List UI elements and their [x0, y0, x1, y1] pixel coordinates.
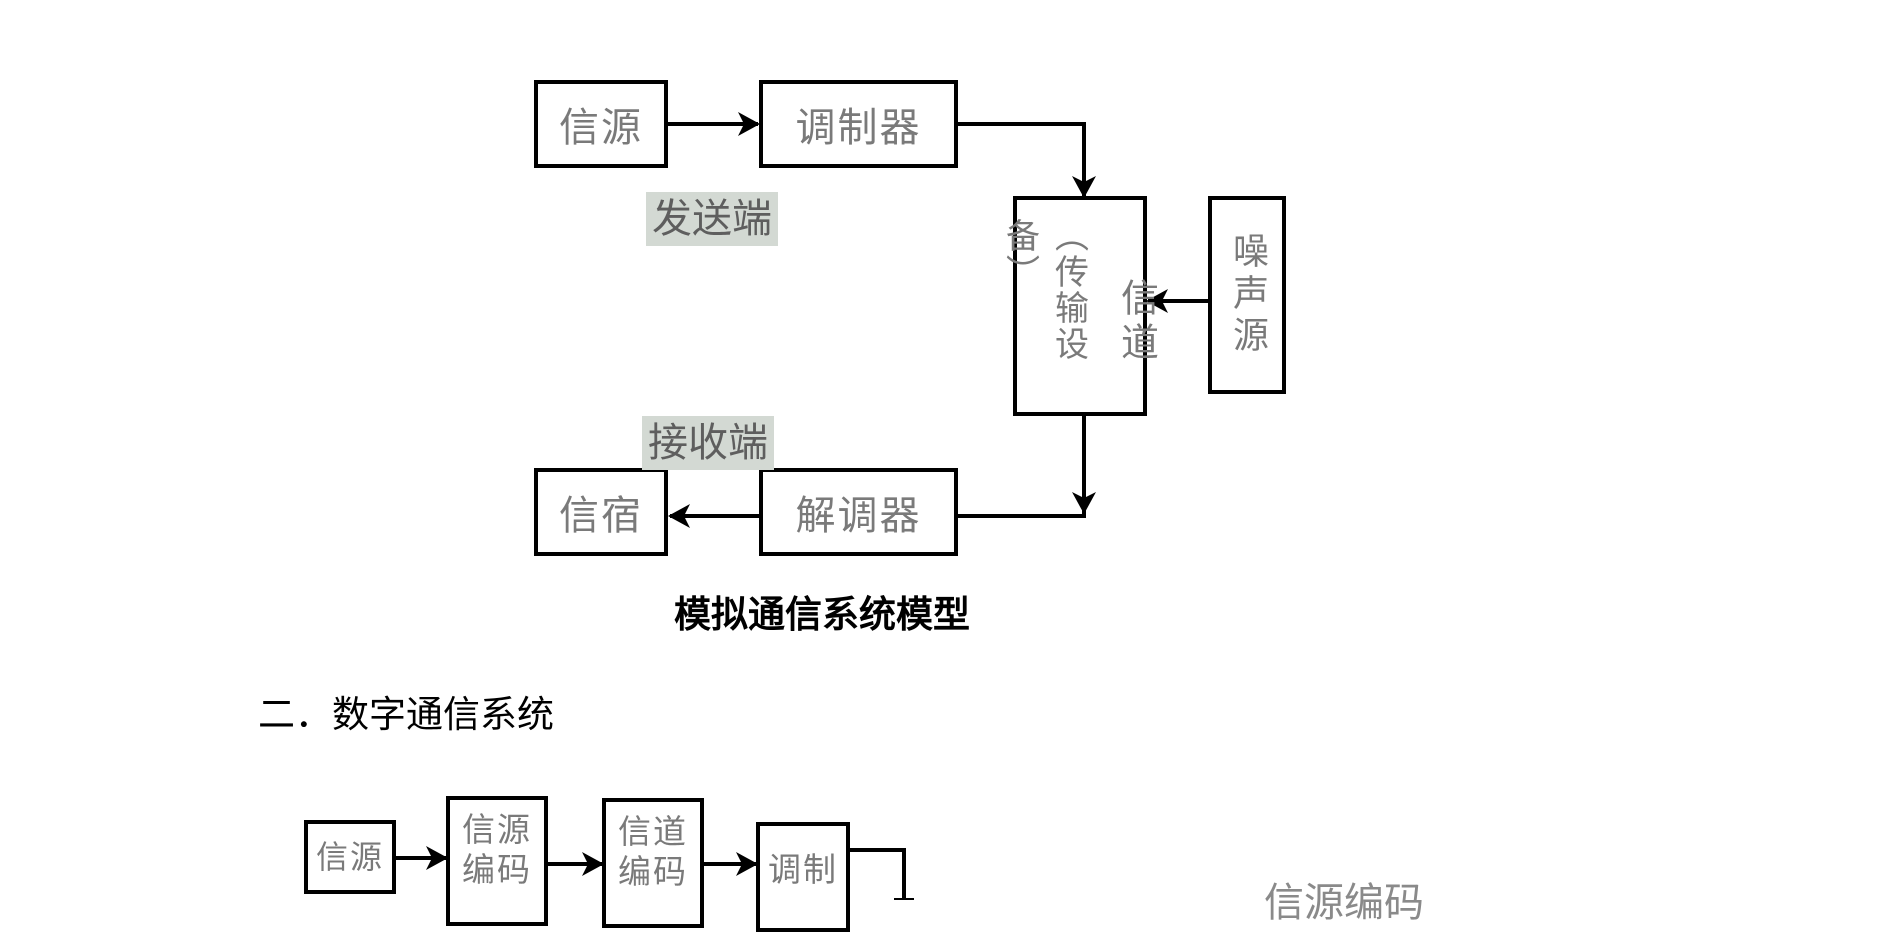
connection-lines: [396, 112, 1210, 900]
line-modulate-out: [850, 848, 906, 900]
arrow-modulator-to-channel: [955, 122, 1096, 198]
sink-label: 信宿: [559, 493, 643, 539]
demodulator-box: 解调器: [759, 468, 958, 556]
modulate-box: 调制: [756, 822, 850, 932]
source-encode-side-label: 信源编码: [1264, 880, 1424, 926]
analog-diagram-caption: 模拟通信系统模型: [674, 592, 970, 636]
channel-box: 信道 （传输设备）: [1000, 196, 1159, 416]
page: 信源 调制器 信道 （传输设备） 噪声源 解调器 信宿 发送端 接收端 模拟通信…: [258, 80, 1424, 932]
channel-sub-label: （传输设备）: [999, 218, 1089, 362]
sink-box: 信宿: [534, 468, 668, 556]
source-box: 信源: [534, 80, 668, 168]
digital-source-box: 信源: [304, 820, 396, 894]
channel-main-label: 信道: [1114, 278, 1159, 366]
send-end-label: 发送端: [646, 192, 778, 246]
section-heading: 二．数字通信系统: [258, 693, 554, 736]
source-encode-box: 信源 编码: [446, 796, 548, 926]
modulate-label: 调制: [768, 850, 838, 889]
channel-encode-label: 信道 编码: [618, 812, 688, 891]
modulator-label: 调制器: [795, 105, 922, 151]
noise-source-label: 噪声源: [1227, 232, 1268, 358]
modulator-box: 调制器: [759, 80, 958, 168]
line-channel-to-demodulator: [955, 416, 1086, 518]
source-encode-label: 信源 编码: [462, 810, 532, 889]
source-label: 信源: [559, 105, 643, 151]
noise-source-box: 噪声源: [1208, 196, 1286, 394]
digital-source-label: 信源: [315, 838, 384, 876]
demodulator-label: 解调器: [795, 493, 922, 539]
channel-encode-box: 信道 编码: [602, 798, 704, 928]
receive-end-label: 接收端: [642, 416, 774, 470]
